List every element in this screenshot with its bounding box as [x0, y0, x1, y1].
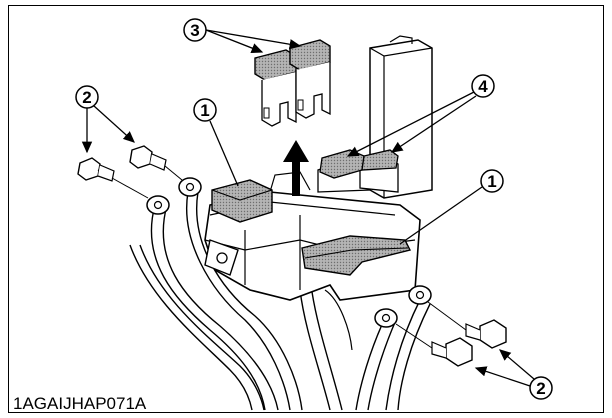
- callout-2-bottom: 2: [474, 349, 553, 400]
- callout-4: 4: [346, 74, 495, 157]
- bolts-bottom-right: [395, 301, 507, 367]
- ring-terminals-right: [374, 285, 432, 328]
- callout-2-bottom-label: 2: [536, 379, 545, 398]
- wire-harness: [129, 191, 431, 411]
- removal-arrow: [283, 140, 309, 196]
- callout-2-top-label: 2: [82, 88, 91, 107]
- callout-3: 3: [183, 18, 302, 54]
- cover-right: [301, 235, 412, 276]
- cover-left: [211, 179, 273, 223]
- bolts-top-left: [77, 145, 183, 199]
- callout-2-top: 2: [75, 85, 135, 154]
- relays: [319, 149, 399, 179]
- ring-terminals-left: [146, 177, 202, 215]
- fuse-block-body: [204, 157, 421, 301]
- fuses: [254, 39, 331, 127]
- callout-1-right-label: 1: [487, 172, 496, 191]
- callout-4-label: 4: [478, 77, 488, 96]
- figure-code: 1AGAIJHAP071A: [13, 394, 147, 413]
- callout-1-left: 1: [193, 98, 239, 187]
- callout-3-label: 3: [190, 21, 199, 40]
- callout-1-right: 1: [399, 169, 504, 245]
- callout-1-left-label: 1: [200, 101, 209, 120]
